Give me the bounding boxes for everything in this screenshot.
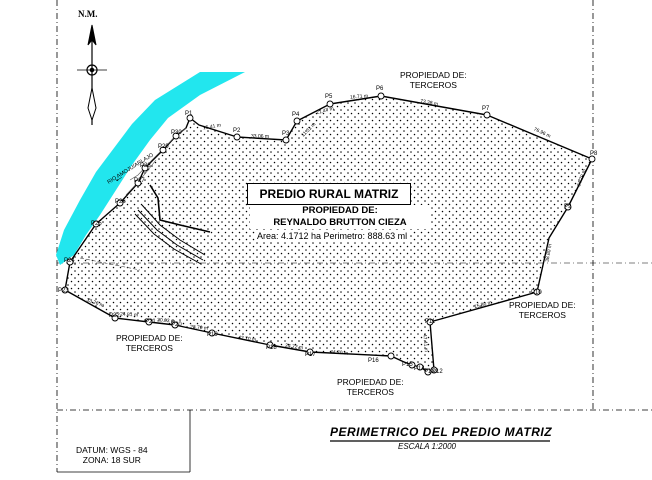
vertex-label: P12 xyxy=(432,369,443,375)
datum-block: DATUM: WGS - 84 ZONA: 18 SUR xyxy=(76,445,148,465)
vertex-label: P10 xyxy=(531,290,542,296)
vertex-marker xyxy=(306,348,314,356)
vertex-label: P1 xyxy=(185,111,193,117)
map-title: PREDIO RURAL MATRIZ xyxy=(259,187,399,201)
third-party-label-north: PROPIEDAD DE:TERCEROS xyxy=(400,70,467,90)
vertex-label: P18 xyxy=(266,345,277,351)
vertex-marker xyxy=(233,133,241,141)
vertex-label: P22 xyxy=(109,313,120,319)
river xyxy=(56,72,245,265)
vertex-label: P24 xyxy=(64,258,75,264)
vertex-label: P28 xyxy=(140,163,151,169)
vertex-marker xyxy=(266,341,274,349)
vertex-marker xyxy=(293,117,301,125)
vertex-marker xyxy=(172,132,180,140)
vertex-marker xyxy=(116,199,124,207)
vertex-label: P30 xyxy=(171,130,182,136)
third-party-label-east: PROPIEDAD DE:TERCEROS xyxy=(509,300,576,320)
vertex-label: P27 xyxy=(134,178,145,184)
vertex-label: P4 xyxy=(292,112,300,118)
vertex-marker xyxy=(430,366,438,374)
vertex-marker xyxy=(408,361,416,369)
vertex-label: P15 xyxy=(402,362,413,368)
vertex-marker xyxy=(377,92,385,100)
vertex-marker xyxy=(141,164,149,172)
plan-title-underline xyxy=(330,440,550,442)
vertex-label: P6 xyxy=(376,86,384,92)
vertex-marker xyxy=(416,363,424,371)
vertex-marker xyxy=(66,258,74,266)
boundary-vertices xyxy=(61,92,596,376)
vertex-marker xyxy=(426,318,434,326)
title-box: PREDIO RURAL MATRIZ xyxy=(247,183,411,205)
vertex-label: P16 xyxy=(368,358,379,364)
vertex-marker xyxy=(282,136,290,144)
vertex-label: P3 xyxy=(282,131,290,137)
owner-block: PROPIEDAD DE: REYNALDO BRUTTON CIEZA xyxy=(250,205,430,229)
third-party-label-southwest: PROPIEDAD DE:TERCEROS xyxy=(116,333,183,353)
frame-lines xyxy=(56,0,652,473)
vertex-marker xyxy=(387,352,395,360)
vertex-marker xyxy=(208,329,216,337)
datum-label: DATUM: WGS - 84 xyxy=(76,445,148,455)
vertex-marker xyxy=(92,220,100,228)
vertex-marker xyxy=(145,318,153,326)
vertex-marker xyxy=(533,288,541,296)
vertex-label: P23 xyxy=(58,288,69,294)
area-perimeter-text: Area: 4.1712 ha Perimetro: 888.63 ml xyxy=(255,231,410,241)
vertex-label: P20 xyxy=(171,322,182,328)
vertex-label: P17 xyxy=(305,352,316,358)
vertex-marker xyxy=(186,114,194,122)
vertex-marker xyxy=(61,286,69,294)
vertex-label: P7 xyxy=(482,106,490,112)
vertex-marker xyxy=(111,314,119,322)
vertex-marker xyxy=(171,321,179,329)
vertex-label: P2 xyxy=(233,128,241,134)
vertex-marker xyxy=(326,100,334,108)
vertex-label: P26 xyxy=(115,199,126,205)
vertex-marker xyxy=(424,368,432,376)
north-label: N.M. xyxy=(78,9,98,19)
third-party-label-south: PROPIEDAD DE:TERCEROS xyxy=(337,377,404,397)
scale-label: ESCALA 1:2000 xyxy=(398,442,456,451)
vertex-marker xyxy=(134,179,142,187)
vertex-label: P21 xyxy=(145,319,156,325)
vertex-label: P11 xyxy=(425,319,436,325)
zone-label: ZONA: 18 SUR xyxy=(82,455,141,465)
vertex-marker xyxy=(483,111,491,119)
plan-title: PERIMETRICO DEL PREDIO MATRIZ xyxy=(330,425,553,439)
vertex-marker xyxy=(159,146,167,154)
owner-heading: PROPIEDAD DE: xyxy=(302,205,378,216)
owner-name: REYNALDO BRUTTON CIEZA xyxy=(273,217,407,228)
vertex-label: P5 xyxy=(325,94,333,100)
vertex-marker xyxy=(588,155,596,163)
vertex-label: P8 xyxy=(590,151,598,157)
vertex-label: P9 xyxy=(564,204,572,210)
vertex-marker xyxy=(564,203,572,211)
vertex-label: P14 xyxy=(414,366,425,372)
north-arrow-icon xyxy=(77,24,107,125)
distance-label: 24.81 m xyxy=(119,311,139,319)
distance-label: 33.06 m xyxy=(251,134,270,140)
internal-dashed-line xyxy=(79,257,141,271)
vertex-label: P25 xyxy=(91,221,102,227)
vertex-label: P29 xyxy=(158,144,169,150)
vertex-label: P19 xyxy=(207,332,218,338)
vertex-label: P13 xyxy=(424,369,435,375)
